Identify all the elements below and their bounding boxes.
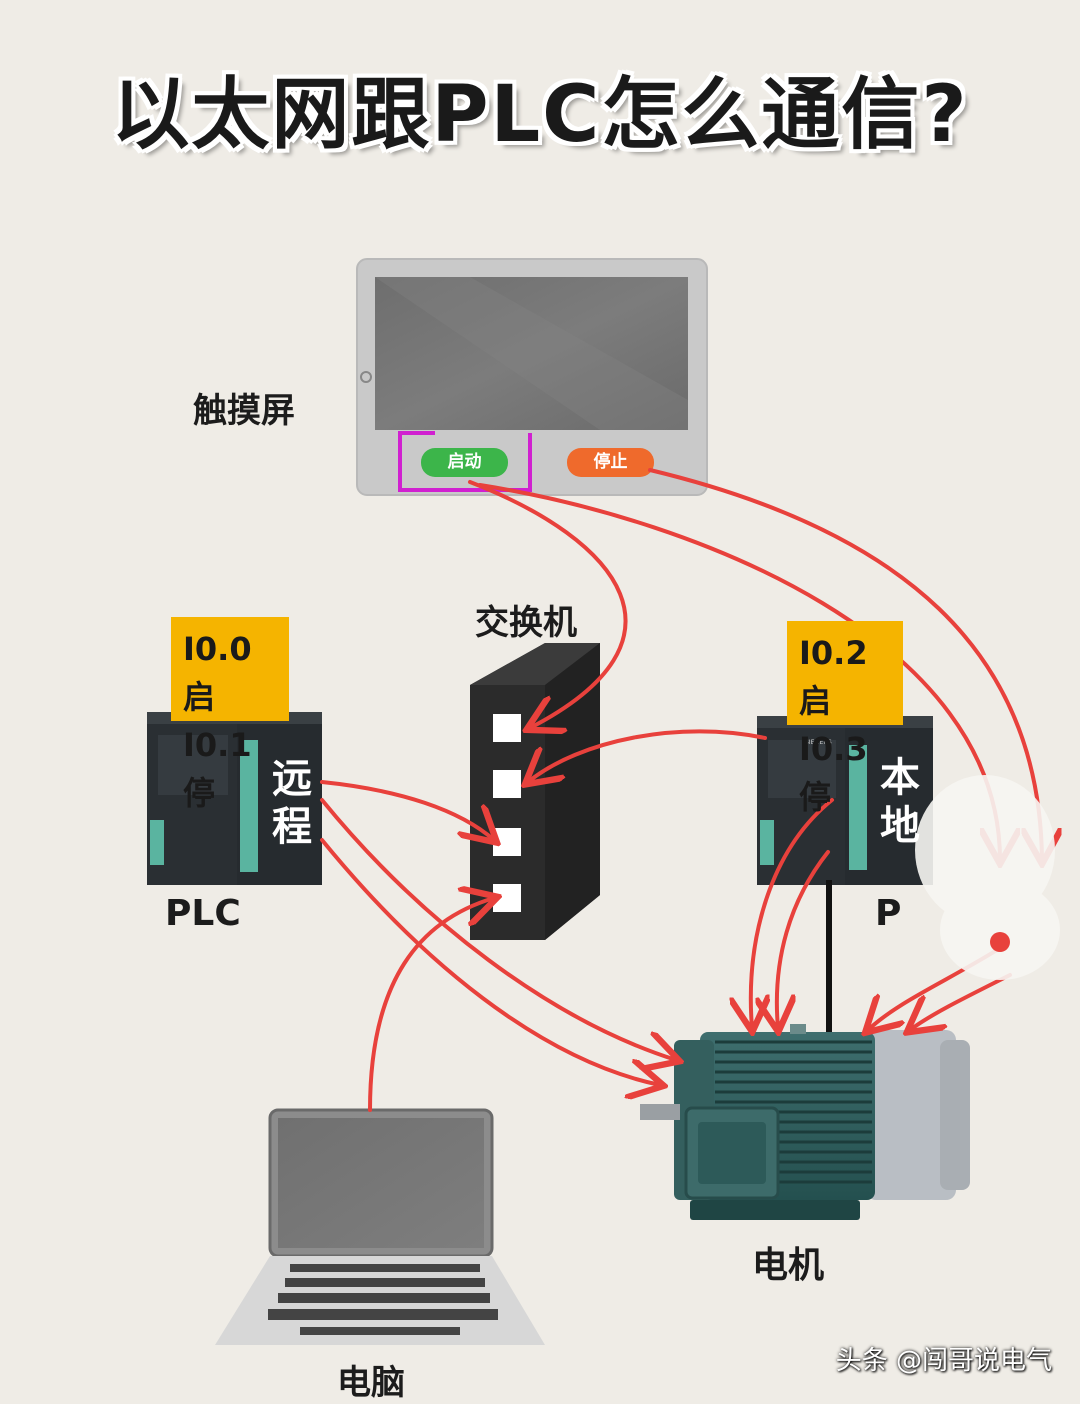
remote-plc-io-box: I0.0启 I0.1停: [171, 617, 289, 812]
touchscreen: [356, 258, 708, 496]
remote-io-stop: I0.1停: [183, 726, 252, 812]
local-plc-device: SIEMENS: [757, 716, 933, 885]
page-title: 以太网跟PLC怎么通信?: [111, 70, 969, 160]
arrow-local-to-motor-1: [751, 798, 834, 1028]
network-switch: [470, 643, 600, 940]
start-button[interactable]: [421, 448, 508, 477]
arrow-remote-to-motor-1: [320, 798, 676, 1060]
remote-plc-label: PLC: [165, 893, 241, 934]
switch-label: 交换机: [475, 603, 577, 643]
local-plc-side-text: 本 地: [880, 755, 920, 849]
laptop-label: 电脑: [337, 1363, 405, 1403]
arrow-stop-to-local: [648, 468, 1042, 860]
svg-text:SIEMENS: SIEMENS: [805, 739, 832, 746]
fog-overlay: [915, 775, 1060, 980]
signal-arrows: [320, 468, 1042, 1112]
switch-port-2: [493, 770, 521, 798]
switch-port-1: [493, 714, 521, 742]
motor-label: 电机: [752, 1245, 825, 1286]
arrow-remote-to-switch: [320, 780, 494, 840]
local-io-stop: I0.3停: [799, 730, 868, 816]
laptop-device: [215, 1108, 545, 1345]
touchscreen-label: 触摸屏: [193, 391, 295, 431]
arrow-laptop-to-switch: [368, 898, 494, 1112]
start-button-highlight: [398, 431, 532, 492]
local-plc-label: P: [875, 893, 902, 934]
arrow-remote-to-motor-2: [320, 838, 660, 1085]
remote-io-start: I0.0启: [183, 630, 252, 716]
stop-button-label[interactable]: 停止: [593, 452, 628, 472]
switch-port-4: [493, 884, 521, 912]
local-plc-io-box: I0.2启 I0.3停: [787, 621, 903, 816]
arrow-start-to-local: [478, 483, 1000, 860]
stop-button[interactable]: [567, 448, 654, 477]
start-button-label[interactable]: 启动: [447, 452, 482, 472]
watermark: 头条 @闯哥说电气: [835, 1346, 1052, 1376]
local-io-start: I0.2启: [799, 634, 868, 720]
arrow-local-to-switch: [528, 729, 767, 782]
arrow-local-to-motor-2: [777, 850, 830, 1028]
remote-plc-side-text: 远 程: [272, 756, 312, 850]
arrow-right-to-motor-2: [910, 973, 1012, 1030]
motor-device: [640, 1024, 970, 1220]
arrow-start-to-switch: [468, 480, 628, 728]
switch-port-3: [493, 828, 521, 856]
